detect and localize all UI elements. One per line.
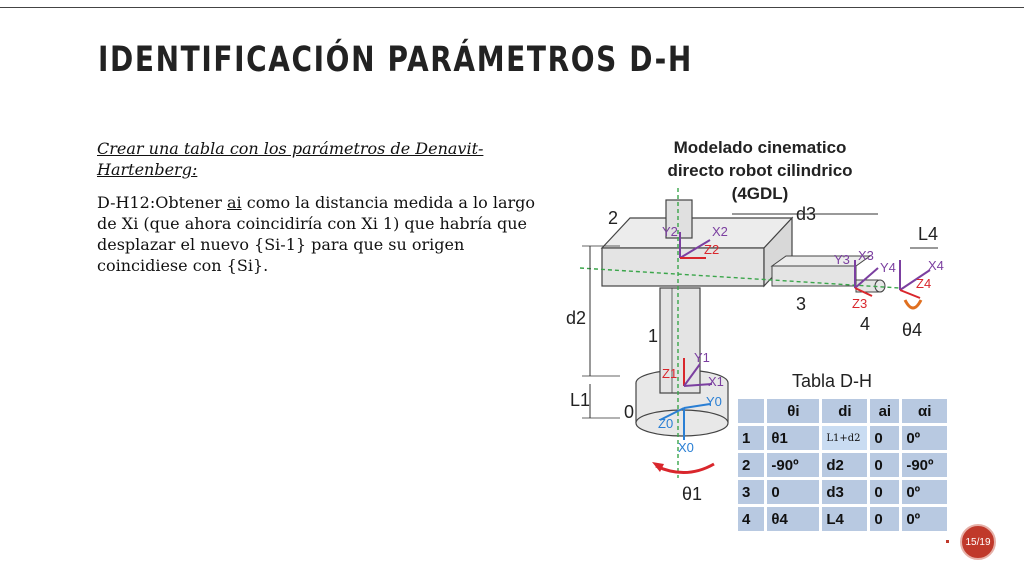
label-L4: L4	[918, 224, 939, 244]
slide-body: Crear una tabla con los parámetros de De…	[97, 138, 552, 288]
table-title: Tabla D-H	[792, 371, 873, 391]
label-d2: d2	[566, 308, 587, 328]
label-L1: L1	[570, 390, 591, 410]
dh-header-cell: θi	[764, 396, 823, 426]
dh-cell: 0º	[899, 423, 950, 453]
slide-title: IDENTIFICACIÓN PARÁMETROS D-H	[98, 40, 693, 80]
dh-table: θi di ai αi 1 θ1 L1+d2 0 0º 2 -90º d2 0 …	[734, 396, 950, 534]
dh-cell: 2	[734, 450, 768, 480]
dh-cell: 0º	[899, 477, 950, 507]
dh-header-cell: ai	[867, 396, 903, 426]
label-joint4: 4	[860, 314, 871, 334]
dh-cell: θ4	[764, 504, 823, 534]
label-joint1: 1	[648, 326, 659, 346]
axis-x2: X2	[712, 224, 728, 239]
dh-row: 1 θ1 L1+d2 0 0º	[734, 423, 950, 453]
dh-cell: 1	[734, 423, 768, 453]
axis-z4: Z4	[916, 276, 932, 291]
figure-title-line1: Modelado cinematico	[673, 138, 847, 157]
dh-row: 3 0 d3 0 0º	[734, 477, 950, 507]
axis-x3: X3	[858, 248, 874, 263]
dh-cell: -90º	[764, 450, 823, 480]
label-theta1: θ1	[682, 484, 703, 504]
axis-z1: Z1	[662, 366, 678, 381]
slide-number-badge: 15/19	[960, 524, 996, 560]
axis-z2: Z2	[704, 242, 720, 257]
dh-cell: 0	[764, 477, 823, 507]
axis-y0: Y0	[706, 394, 722, 409]
step-rest: como la distancia medida a lo largo de X…	[97, 193, 536, 275]
dh-row: 2 -90º d2 0 -90º	[734, 450, 950, 480]
axis-x1: X1	[708, 374, 724, 389]
robot-drawing	[579, 188, 938, 478]
dh-cell: 0º	[899, 504, 950, 534]
axis-y3: Y3	[834, 252, 850, 267]
dh-cell: L1+d2	[819, 423, 871, 453]
intro-text: Crear una tabla con los parámetros de De…	[97, 139, 484, 179]
dh-cell: 0	[867, 504, 903, 534]
dh-cell: 0	[867, 477, 903, 507]
axis-z3: Z3	[852, 296, 868, 311]
step-text: D-H12:Obtener ai como la distancia medid…	[97, 192, 552, 276]
figure-title-line3: (4GDL)	[731, 184, 789, 203]
dh-cell: 3	[734, 477, 768, 507]
dh-row: 4 θ4 L4 0 0º	[734, 504, 950, 534]
dh-header-cell: αi	[899, 396, 950, 426]
step-prefix: D-H12:Obtener	[97, 193, 227, 212]
label-joint2: 2	[608, 208, 619, 228]
dh-cell: 4	[734, 504, 768, 534]
dh-cell: d2	[819, 450, 871, 480]
figure-title-line2: directo robot cilindrico	[667, 161, 853, 180]
dh-cell: d3	[819, 477, 871, 507]
dh-cell: 0	[867, 450, 903, 480]
dh-header-row: θi di ai αi	[734, 396, 950, 426]
top-divider	[0, 7, 1024, 8]
label-zero: 0	[624, 402, 635, 422]
label-theta4: θ4	[902, 320, 923, 340]
dh-header-cell	[734, 396, 768, 426]
axis-y2: Y2	[662, 224, 678, 239]
axis-y4: Y4	[880, 260, 896, 275]
dh-cell: -90º	[899, 450, 950, 480]
axis-z0: Z0	[658, 416, 674, 431]
step-term: ai	[227, 193, 242, 212]
label-d3: d3	[796, 204, 817, 224]
dh-cell: θ1	[764, 423, 823, 453]
axis-x4: X4	[928, 258, 944, 273]
dh-header-cell: di	[819, 396, 871, 426]
axis-x0: X0	[678, 440, 694, 455]
slide-dot	[946, 540, 949, 543]
robot-figure: Modelado cinematico directo robot cilind…	[560, 128, 950, 558]
dh-cell: 0	[867, 423, 903, 453]
axis-y1: Y1	[694, 350, 710, 365]
dh-cell: L4	[819, 504, 871, 534]
label-joint3: 3	[796, 294, 807, 314]
figure-title: Modelado cinematico directo robot cilind…	[640, 136, 880, 205]
